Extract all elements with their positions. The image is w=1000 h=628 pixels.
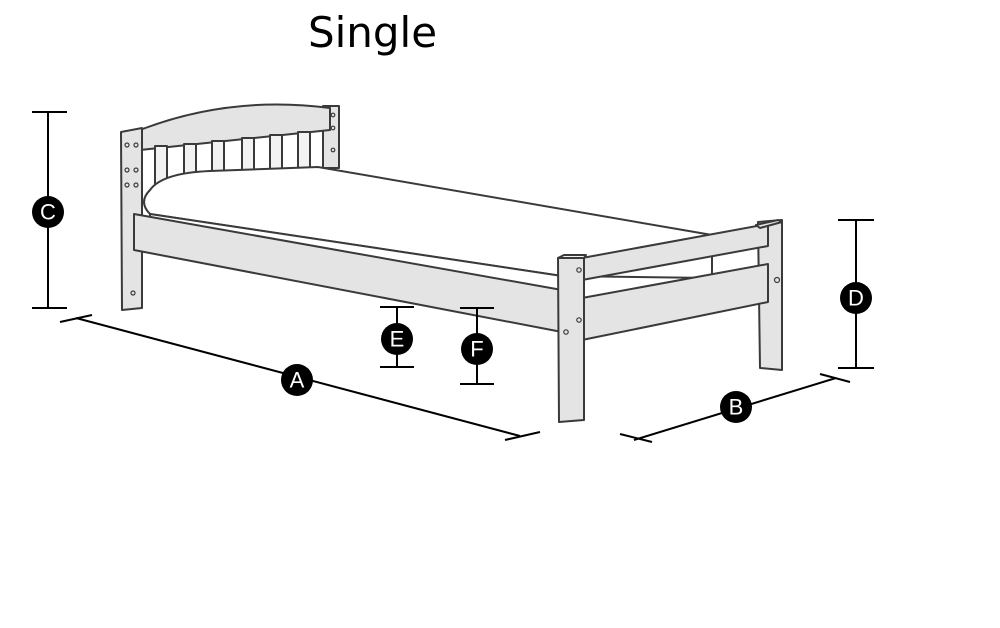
dimension-a: A xyxy=(59,314,541,441)
svg-text:A: A xyxy=(290,368,305,393)
dimension-c: C xyxy=(32,111,67,309)
dimension-f: F xyxy=(460,307,494,385)
svg-text:C: C xyxy=(40,200,56,225)
svg-text:D: D xyxy=(848,286,864,311)
dimension-e: E xyxy=(380,306,414,368)
diagram-title: Single xyxy=(307,8,438,57)
svg-text:B: B xyxy=(729,395,744,420)
dimension-d: D xyxy=(838,219,874,369)
dimension-b: B xyxy=(619,373,851,443)
left-head-leg xyxy=(120,127,143,311)
svg-text:F: F xyxy=(470,337,483,362)
front-foot-leg xyxy=(557,254,587,423)
svg-text:E: E xyxy=(390,327,405,352)
